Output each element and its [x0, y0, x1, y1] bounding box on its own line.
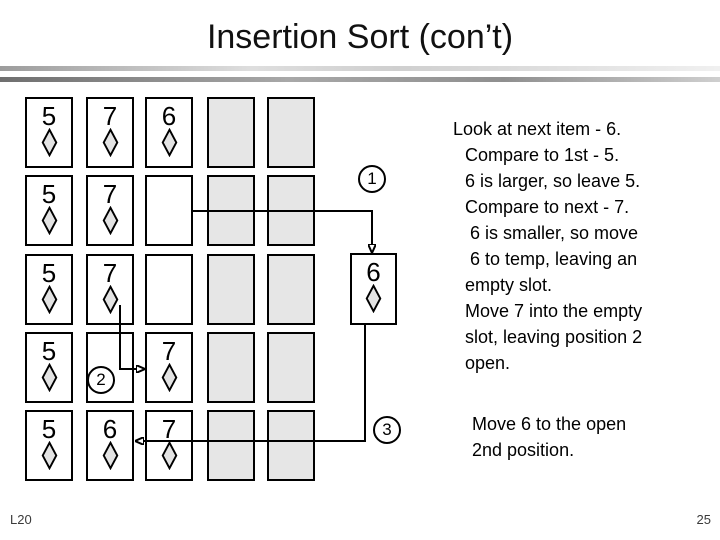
- card-value: 7: [161, 414, 177, 444]
- diamond-icon: [41, 128, 57, 157]
- slide-title: Insertion Sort (con’t): [206, 18, 514, 56]
- note-line: Compare to 1st - 5.: [465, 145, 620, 165]
- card-slot: 5: [25, 175, 73, 246]
- card-value: 7: [102, 258, 118, 288]
- card-value: 5: [41, 179, 57, 209]
- card-value: 6: [102, 414, 118, 444]
- card-slot-empty: [145, 175, 193, 246]
- step-1-callout: 1: [358, 165, 386, 193]
- card-slot-unused: [207, 175, 255, 246]
- note-line: Move 6 to the open: [472, 414, 627, 434]
- card-value: 5: [41, 414, 57, 444]
- card-slot-unused: [267, 97, 315, 168]
- note-line: slot, leaving position 2: [465, 327, 643, 347]
- card-slot: 5: [25, 254, 73, 325]
- diamond-icon: [365, 284, 382, 313]
- card-slot-unused: [207, 410, 255, 481]
- title-divider-top: [0, 66, 720, 71]
- card-slot: 5: [25, 332, 73, 403]
- card-slot-unused: [267, 332, 315, 403]
- card-value: 5: [41, 336, 57, 366]
- card-slot: 7: [86, 97, 134, 168]
- note-line: 6 to temp, leaving an: [470, 249, 638, 269]
- card-slot-unused: [267, 175, 315, 246]
- card-slot: 5: [25, 97, 73, 168]
- diamond-icon: [161, 128, 177, 157]
- card-slot-empty: [145, 254, 193, 325]
- step-3-callout: 3: [373, 416, 401, 444]
- notes-block: Look at next item - 6. Compare to 1st - …: [453, 116, 719, 463]
- note-line: 2nd position.: [472, 440, 575, 460]
- card-value: 5: [41, 258, 57, 288]
- card-slot: 6: [86, 410, 134, 481]
- card-slot: 7: [145, 410, 193, 481]
- diamond-icon: [102, 441, 118, 470]
- diamond-icon: [102, 285, 118, 314]
- diamond-icon: [41, 363, 57, 392]
- card-slot: 5: [25, 410, 73, 481]
- title-divider-bottom: [0, 77, 720, 82]
- card-slot: 7: [145, 332, 193, 403]
- card-slot-unused: [207, 97, 255, 168]
- note-line: empty slot.: [465, 275, 553, 295]
- card-slot-unused: [207, 254, 255, 325]
- card-slot: 6: [145, 97, 193, 168]
- card-slot-unused: [267, 254, 315, 325]
- diamond-icon: [161, 363, 177, 392]
- card-slot: 7: [86, 175, 134, 246]
- temp-value: 6: [366, 257, 381, 287]
- card-slot: 7: [86, 254, 134, 325]
- step-2-callout: 2: [87, 366, 115, 394]
- diamond-icon: [161, 441, 177, 470]
- card-value: 7: [102, 179, 118, 209]
- note-line: Look at next item - 6.: [453, 119, 622, 139]
- diamond-icon: [41, 206, 57, 235]
- card-slot-unused: [267, 410, 315, 481]
- lecture-number: L20: [10, 512, 32, 527]
- temp-box: 6: [350, 253, 397, 325]
- diamond-icon: [41, 285, 57, 314]
- card-value: 7: [102, 101, 118, 131]
- card-value: 5: [41, 101, 57, 131]
- note-line: 6 is larger, so leave 5.: [465, 171, 641, 191]
- card-slot-unused: [207, 332, 255, 403]
- diamond-icon: [41, 441, 57, 470]
- note-line: Move 7 into the empty: [465, 301, 643, 321]
- note-line: 6 is smaller, so move: [470, 223, 639, 243]
- note-line: Compare to next - 7.: [465, 197, 630, 217]
- note-line: open.: [465, 353, 511, 373]
- diamond-icon: [102, 128, 118, 157]
- card-value: 6: [161, 101, 177, 131]
- diamond-icon: [102, 206, 118, 235]
- card-value: 7: [161, 336, 177, 366]
- page-number: 25: [696, 512, 711, 527]
